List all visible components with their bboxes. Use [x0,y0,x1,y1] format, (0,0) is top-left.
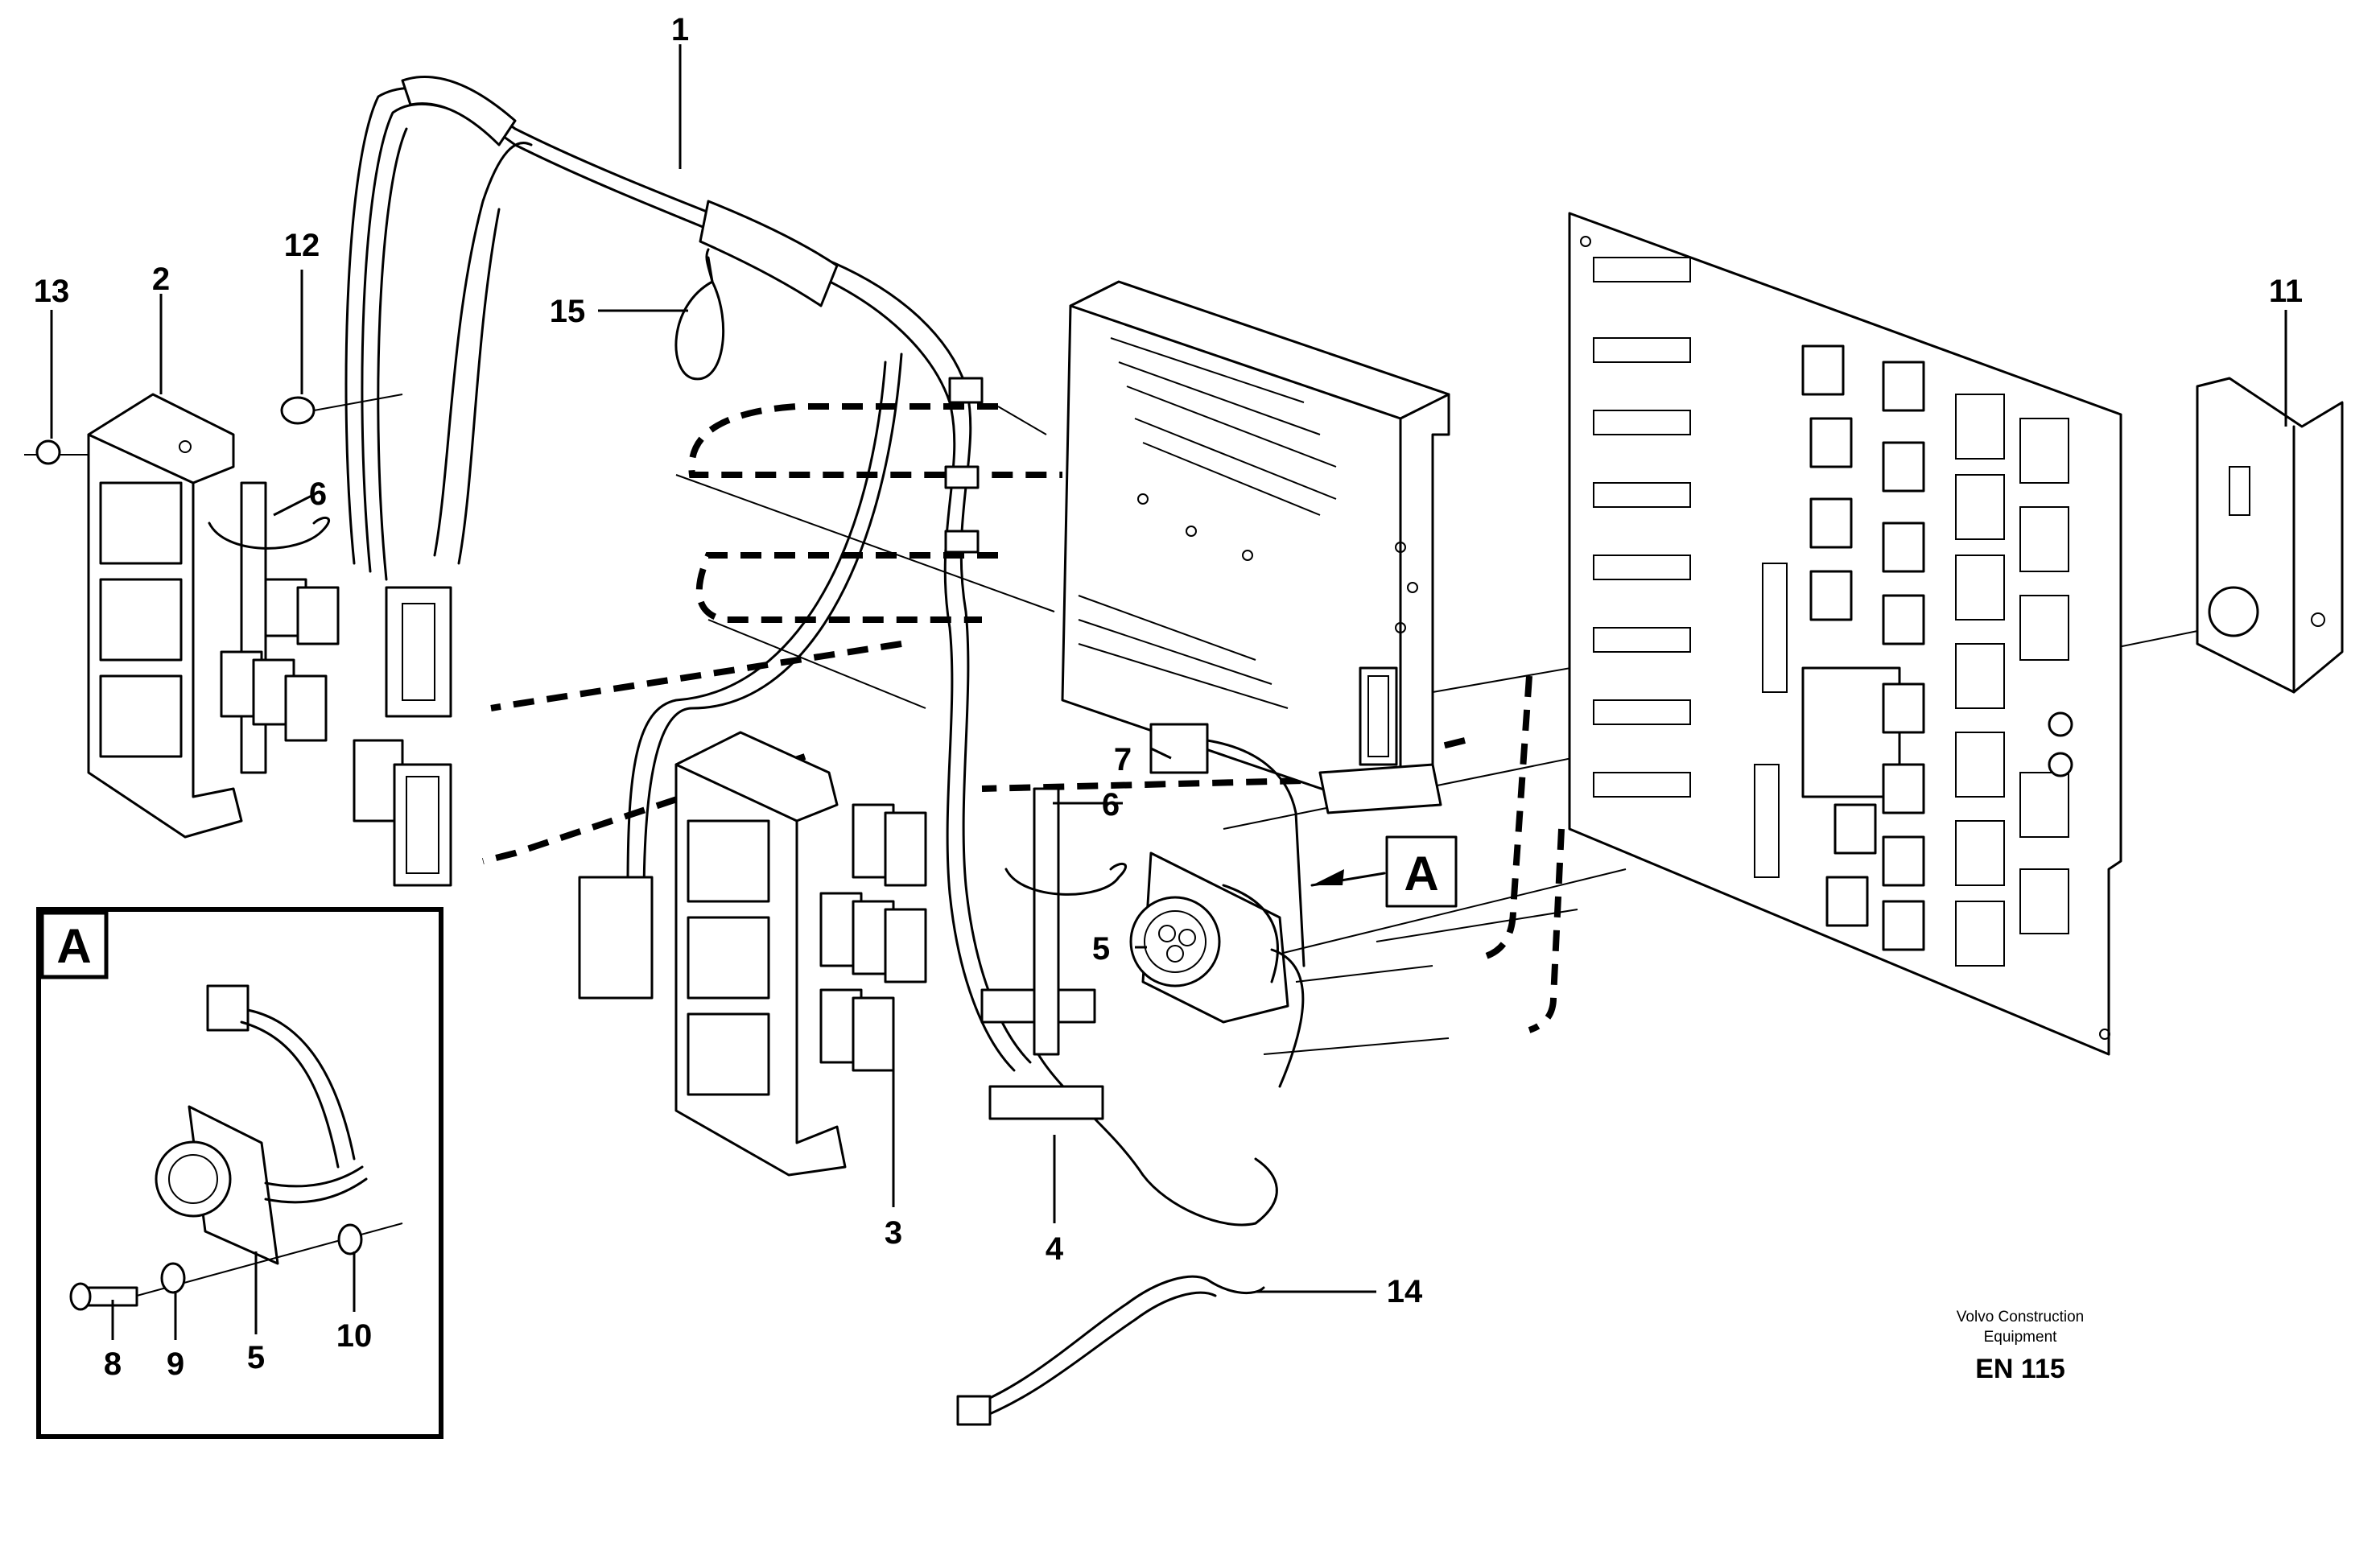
callout-13: 13 [34,274,70,309]
control-unit [1061,280,1450,814]
cable-tie-15 [674,248,725,381]
harness-connector-mid [578,876,1104,1120]
callout-4: 4 [1046,1231,1064,1267]
bracket-middle [674,731,847,1177]
callout-5-inset: 5 [247,1340,265,1375]
callout-9: 9 [167,1346,184,1382]
company-name-line2: Equipment [1984,1329,2058,1346]
callout-7: 7 [1114,742,1132,777]
callout-2: 2 [152,262,170,297]
drawing-code: EN 115 [1975,1354,2065,1384]
inset-detail-a: A [36,907,443,1439]
cable-tie-6-mid [1004,787,1127,1056]
callout-15: 15 [550,294,586,329]
connector-7 [1149,723,1305,967]
callout-14: 14 [1387,1274,1423,1309]
callout-8: 8 [104,1346,122,1382]
detail-marker: A [1310,835,1458,908]
callout-6-left: 6 [309,476,327,512]
nut-13 [24,439,89,465]
callout-12: 12 [284,228,320,263]
spacer-12 [280,394,403,425]
bracket-2 [87,393,243,839]
company-name-line1: Volvo Construction [1957,1309,2084,1326]
footer: Volvo Construction Equipment EN 115 [1957,1309,2084,1384]
harness-connectors-left [353,586,452,887]
callout-5-main: 5 [1092,931,1110,967]
cable-14 [956,1275,1265,1426]
callout-6-mid: 6 [1102,787,1120,823]
leader-lines [50,44,2287,1340]
circuit-board [1568,212,2122,1056]
inset-label: A [56,919,91,973]
callout-10: 10 [336,1318,373,1354]
socket-5 [1129,851,1305,1088]
bracket-11 [2196,377,2344,694]
detail-marker-letter: A [1404,847,1438,901]
callout-3: 3 [885,1215,902,1251]
relays-left [220,578,340,742]
relays-3 [819,803,927,1072]
callout-11: 11 [2269,274,2303,309]
wire-harness [344,76,1278,1227]
callout-1: 1 [671,12,689,47]
callout-numbers: 1 2 3 4 5 5 6 6 7 8 9 10 11 12 13 14 15 [34,12,2303,1382]
